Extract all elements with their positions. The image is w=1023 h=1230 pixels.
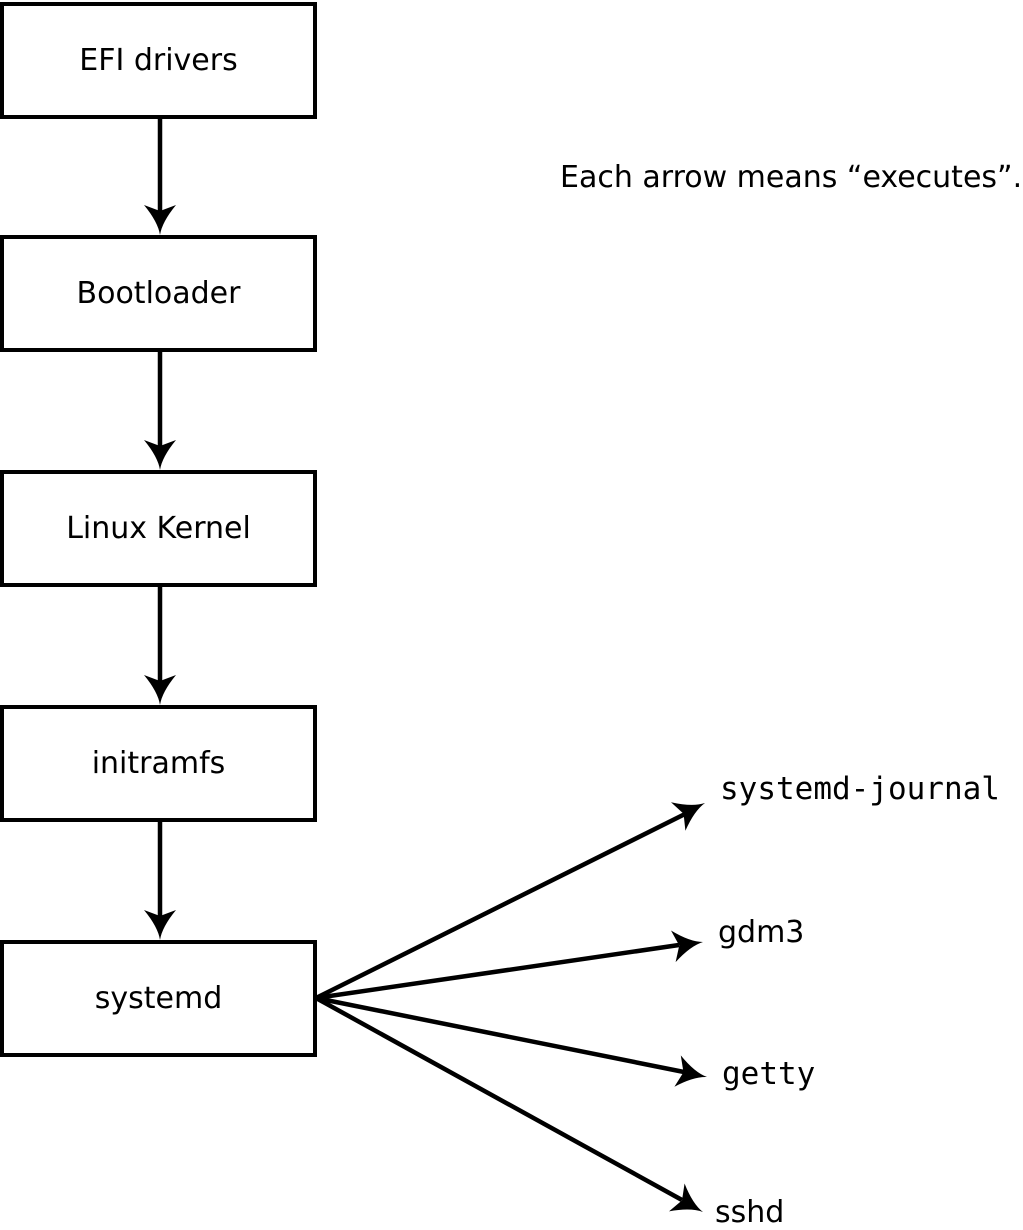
label-getty: getty (722, 1056, 816, 1092)
box-systemd: systemd (0, 940, 317, 1057)
arrow-legend-caption: Each arrow means “executes”. (560, 160, 1023, 195)
box-linux-kernel-label: Linux Kernel (66, 510, 251, 546)
arrow-systemd-to-gdm3 (315, 942, 680, 1001)
box-bootloader-label: Bootloader (76, 275, 241, 311)
label-gdm3: gdm3 (718, 915, 805, 950)
arrow-systemd-to-journal (314, 811, 687, 1001)
box-linux-kernel: Linux Kernel (0, 470, 317, 587)
arrowhead-systemd-to-getty (674, 1055, 711, 1093)
arrow-systemd-to-sshd (314, 996, 684, 1202)
box-efi-drivers: EFI drivers (0, 2, 317, 119)
box-initramfs-label: initramfs (91, 745, 226, 781)
box-systemd-label: systemd (94, 980, 223, 1016)
arrowhead-systemd-to-journal (671, 788, 713, 831)
arrow-systemd-to-getty (315, 995, 685, 1075)
box-efi-drivers-label: EFI drivers (79, 42, 238, 78)
label-sshd: sshd (715, 1195, 785, 1230)
label-systemd-journal: systemd-journal (720, 771, 1000, 807)
box-initramfs: initramfs (0, 705, 317, 822)
box-bootloader: Bootloader (0, 235, 317, 352)
arrowhead-systemd-to-sshd (669, 1183, 711, 1226)
